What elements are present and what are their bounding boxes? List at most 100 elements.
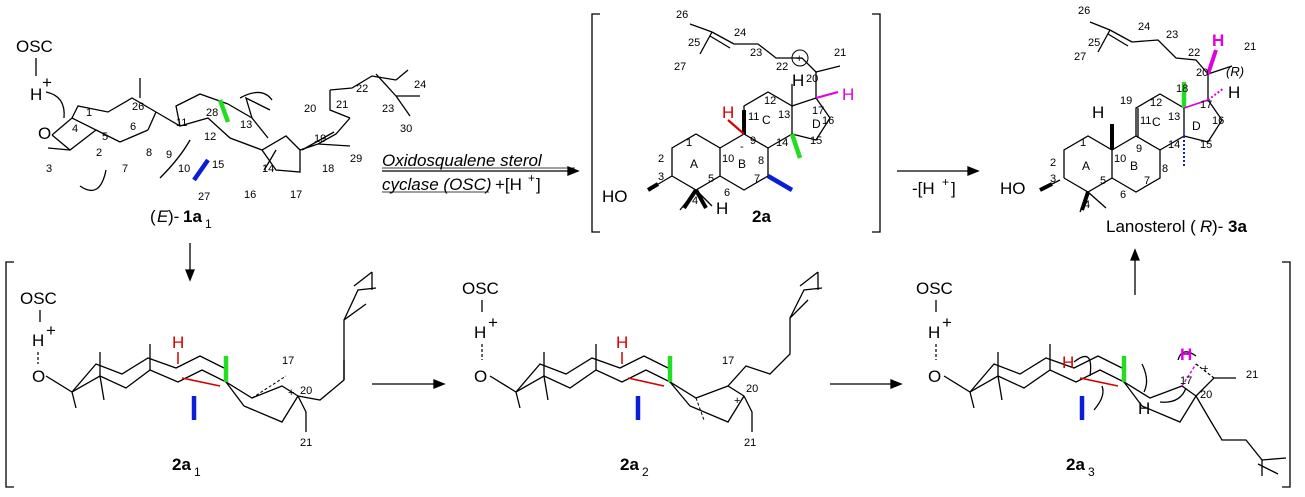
n2a3-21: 21 (1246, 369, 1258, 381)
n3a-5: 5 (1100, 175, 1106, 187)
plus-label-1: + (42, 73, 52, 92)
n1a-26: 26 (132, 101, 144, 113)
n2a-22: 22 (776, 61, 788, 73)
n1a-30: 30 (400, 123, 412, 135)
n1a-3: 3 (46, 163, 52, 175)
osc-label-2a1: OSC (20, 289, 57, 308)
h-red-2a: H (722, 103, 734, 122)
n3a-22: 22 (1188, 47, 1200, 59)
structure-cation-2a: + HO H H H H - A B C D 1 2 3 4 5 6 7 8 9… (602, 9, 854, 226)
n3a-13: 13 (1168, 111, 1180, 123)
n2a-17: 17 (812, 105, 824, 117)
n1a-27: 27 (198, 191, 210, 203)
plus-label-2a3: + (942, 313, 952, 332)
n2a-4: 4 (692, 195, 698, 207)
label-1a-bold: 1a (183, 207, 202, 226)
n2a-24: 24 (734, 27, 746, 39)
n3a-25: 25 (1088, 37, 1100, 49)
h-mag-2a3: H (1180, 345, 1192, 364)
structure-2a3: OSC H + O H H H 17 20 (916, 279, 1287, 479)
ring-c-3a: C (1152, 115, 1161, 129)
n2a2-17: 17 (722, 355, 734, 367)
label-2a2: 2a (620, 455, 639, 474)
n2a3-20: 20 (1200, 389, 1212, 401)
n2a-27: 27 (674, 61, 686, 73)
label-1a-sub: 1 (205, 217, 212, 231)
arrow-label-line1: Oxidosqualene sterol (382, 151, 543, 170)
n1a-8: 8 (146, 147, 152, 159)
deprotonation-plus: + (942, 175, 949, 189)
n1a-18: 18 (322, 163, 334, 175)
n2a2-21: 21 (744, 437, 756, 449)
h-20-3a: H (1212, 31, 1224, 50)
n1a-13: 13 (240, 119, 252, 131)
ring-b-2a: B (738, 157, 746, 171)
plus-label-2a2: + (488, 313, 498, 332)
n3a-8: 8 (1162, 163, 1168, 175)
arrow-label-line2: cyclase (OSC) (382, 175, 492, 194)
n1a-12: 12 (204, 131, 216, 143)
n2a-21: 21 (834, 47, 846, 59)
n2a2-20: 20 (746, 383, 758, 395)
arrow-label-close: ] (536, 175, 541, 194)
h-5-2a: H (716, 199, 728, 218)
ring-b-3a: B (1130, 159, 1138, 173)
n3a-16: 16 (1212, 115, 1224, 127)
h-label-2a2: H (474, 323, 486, 342)
h-red-2a1: H (172, 333, 184, 352)
h-label-2a3: H (928, 323, 940, 342)
n1a-1: 1 (86, 107, 92, 119)
n3a-2: 2 (1050, 157, 1056, 169)
n3a-9: 9 (1136, 143, 1142, 155)
h-label-1: H (30, 85, 42, 104)
n1a-23: 23 (382, 103, 394, 115)
o-label-2a2: O (474, 367, 487, 386)
n3a-4: 4 (1084, 199, 1090, 211)
h-2a3: H (1138, 399, 1150, 418)
structure-2a2: OSC H + O H 17 20 21 + 2a 2 (462, 271, 823, 479)
n1a-20: 20 (304, 103, 316, 115)
cation-2a2: + (734, 395, 740, 407)
cation-2a3: + (1202, 363, 1208, 375)
label-1a-E: E (157, 207, 169, 226)
n1a-7: 7 (122, 163, 128, 175)
h-red-2a3: H (1062, 353, 1074, 372)
n3a-10: 10 (1114, 153, 1126, 165)
osc-label-1: OSC (16, 37, 53, 56)
n3a-11: 11 (1140, 115, 1151, 127)
n3a-24: 24 (1138, 21, 1150, 33)
osc-label-2a3: OSC (916, 279, 953, 298)
o-label-1: O (38, 124, 51, 143)
n1a-29: 29 (350, 153, 362, 165)
arrow-label-line3: +[H (495, 175, 522, 194)
n1a-6: 6 (130, 121, 136, 133)
arrow-label-plus: + (528, 171, 535, 185)
n2a-25: 25 (688, 37, 700, 49)
label-2a1-sub: 1 (194, 465, 201, 479)
label-2a3: 2a (1066, 455, 1085, 474)
n1a-15: 15 (212, 159, 224, 171)
h-label-2a1: H (32, 331, 44, 350)
n2a1-17: 17 (282, 355, 294, 367)
minus-2a: - (740, 141, 744, 153)
ring-a-2a: A (690, 157, 698, 171)
n1a-21: 21 (336, 99, 348, 111)
n2a-15: 15 (810, 135, 822, 147)
n3a-21: 21 (1244, 41, 1256, 53)
h-17-3a: H (1228, 83, 1240, 102)
n2a-12: 12 (764, 95, 776, 107)
cation-plus: + (796, 53, 802, 65)
reaction-arrows (185, 166, 1140, 389)
h-2a: H (792, 71, 804, 90)
h-5-3a: H (1092, 103, 1104, 122)
n1a-9: 9 (166, 149, 172, 161)
n1a-28: 28 (206, 107, 218, 119)
n2a-1: 1 (686, 137, 692, 149)
n3a-17: 17 (1200, 99, 1212, 111)
label-2a3-sub: 3 (1088, 465, 1095, 479)
n2a-11: 11 (748, 111, 759, 123)
n3a-19: 19 (1120, 95, 1132, 107)
n2a-14: 14 (776, 137, 788, 149)
